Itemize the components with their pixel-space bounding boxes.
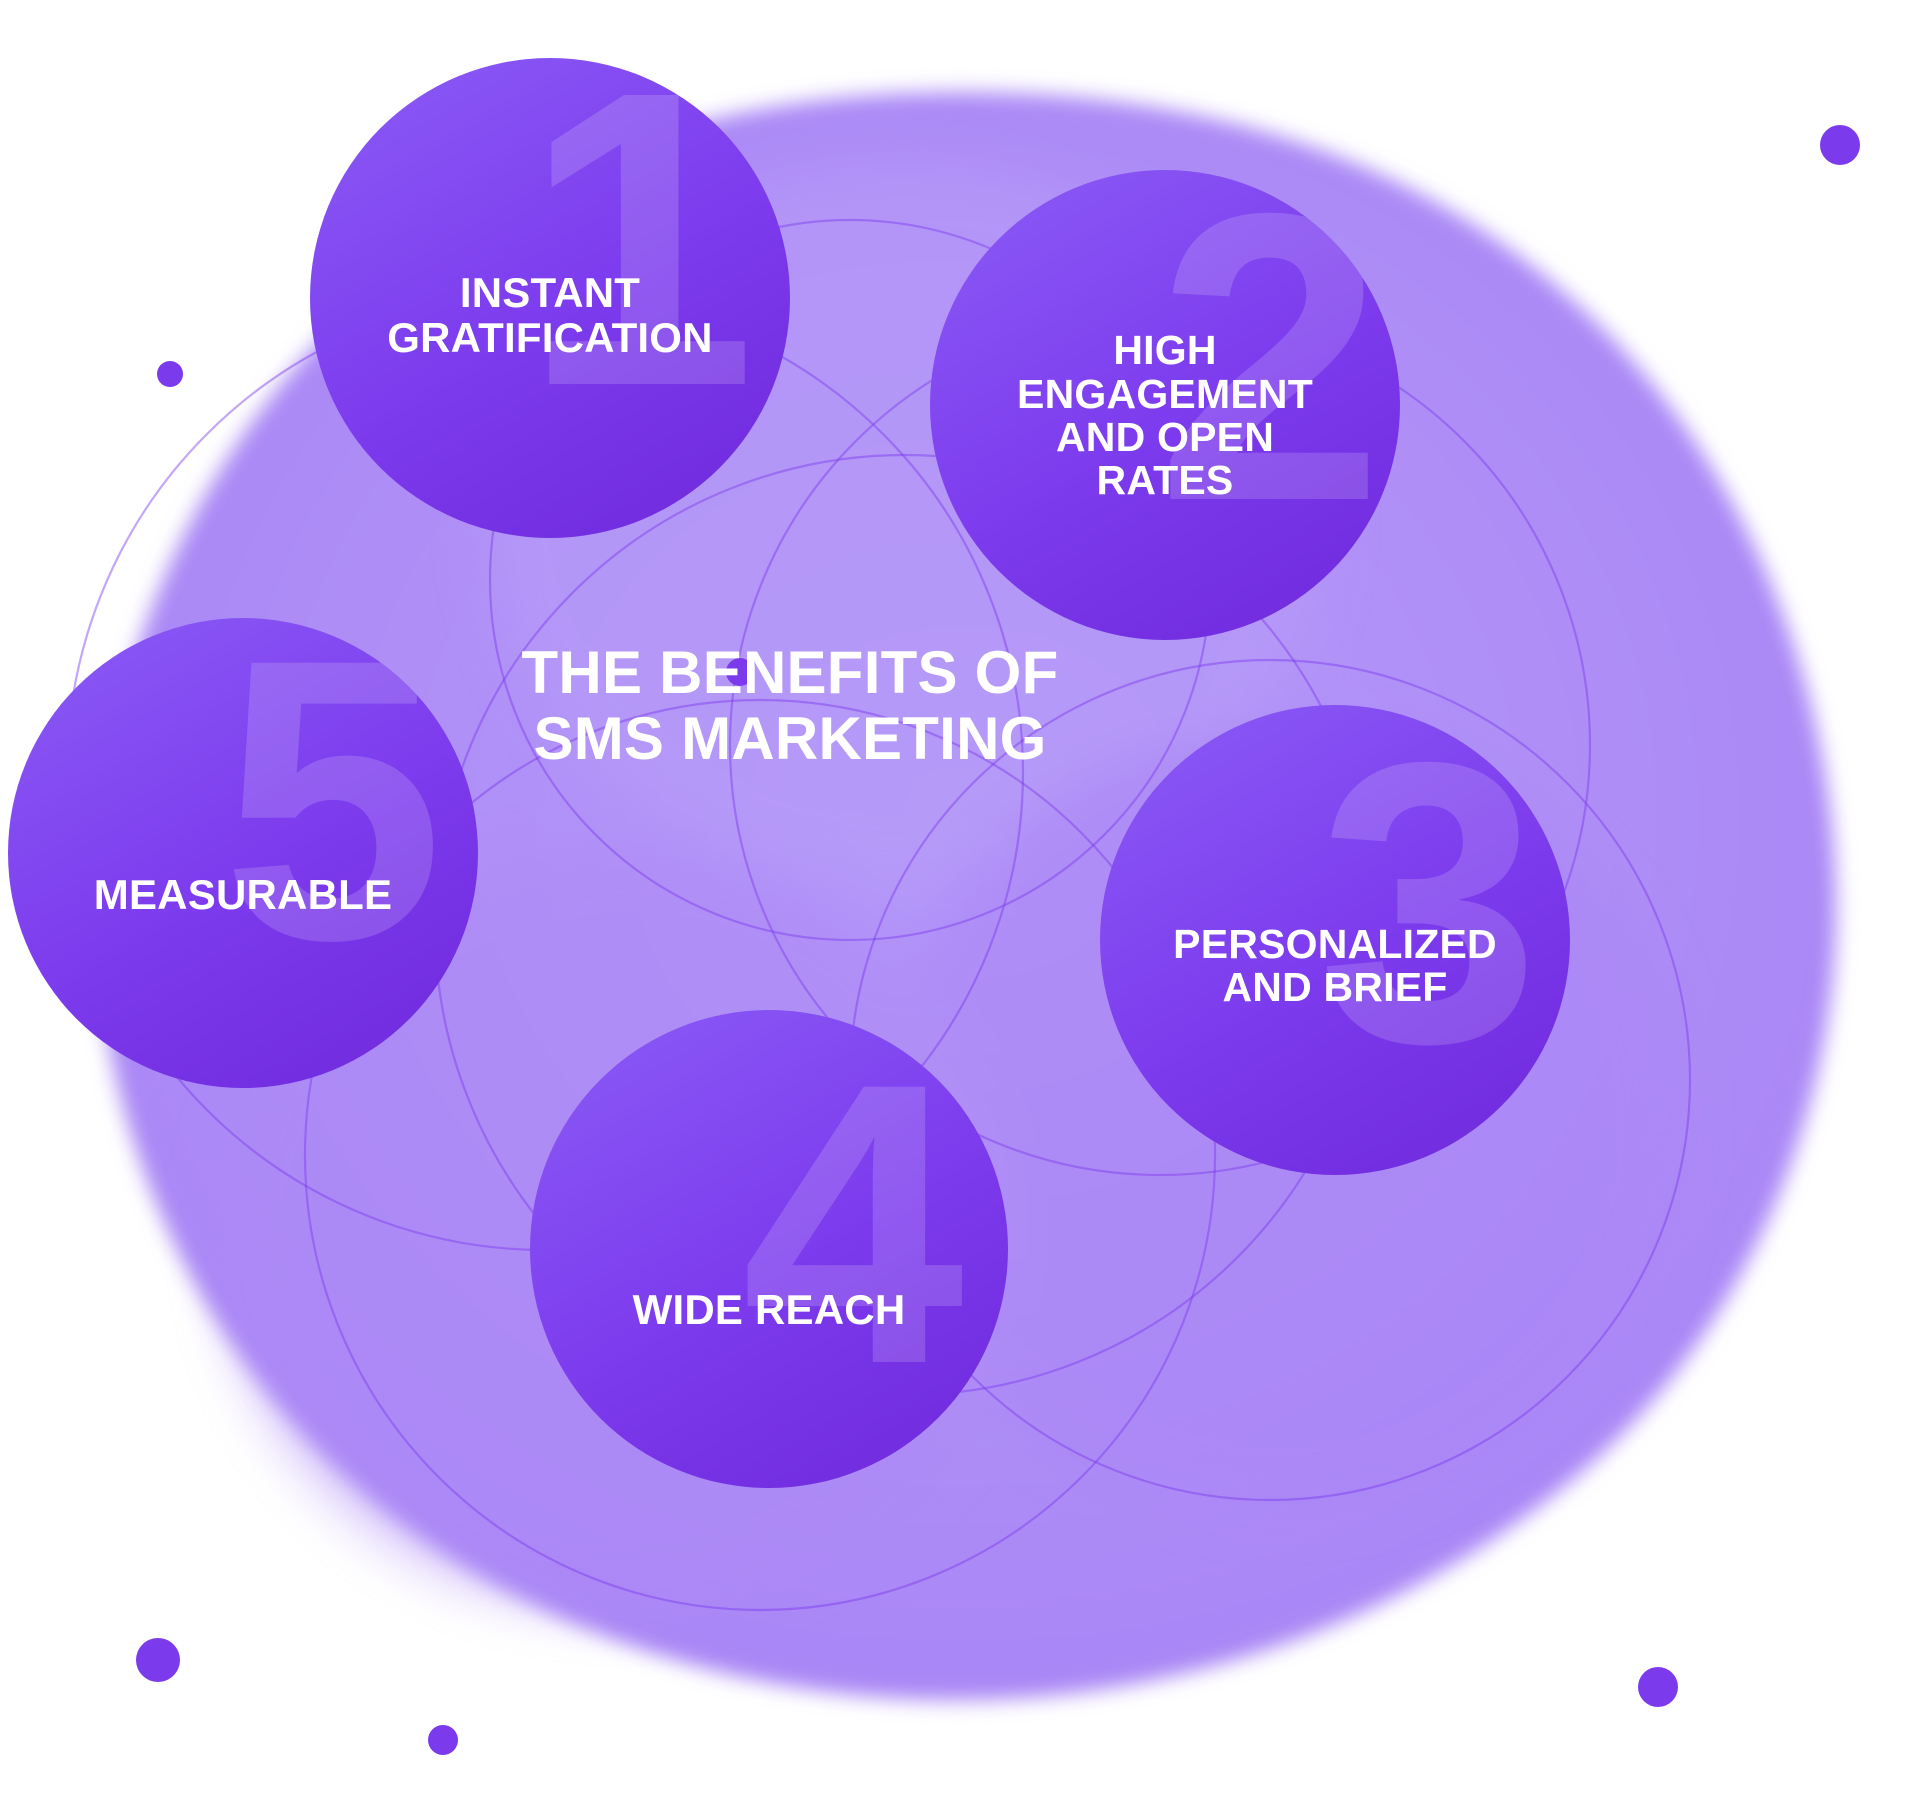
benefit-circle-4[interactable]: 4 WIDE REACH bbox=[530, 1010, 1008, 1488]
benefit-circle-5[interactable]: 5 MEASURABLE bbox=[8, 618, 478, 1088]
decorative-dot bbox=[157, 361, 183, 387]
benefit-label-2: HIGH ENGAGEMENT AND OPEN RATES bbox=[1017, 327, 1313, 504]
decorative-dot bbox=[136, 1638, 180, 1682]
decorative-dot bbox=[1638, 1667, 1678, 1707]
benefit-label-1: INSTANT GRATIFICATION bbox=[387, 269, 713, 361]
benefit-circle-2[interactable]: 2 HIGH ENGAGEMENT AND OPEN RATES bbox=[930, 170, 1400, 640]
benefit-number-4: 4 bbox=[741, 1010, 964, 1447]
benefit-circle-3[interactable]: 3 PERSONALIZED AND BRIEF bbox=[1100, 705, 1570, 1175]
benefit-number-3: 3 bbox=[1317, 705, 1540, 1126]
benefit-circle-1[interactable]: 1 INSTANT GRATIFICATION bbox=[310, 58, 790, 538]
decorative-dot bbox=[1820, 125, 1860, 165]
benefit-label-4: WIDE REACH bbox=[632, 1285, 906, 1333]
decorative-dot bbox=[726, 658, 754, 686]
benefit-label-3: PERSONALIZED AND BRIEF bbox=[1173, 920, 1497, 1010]
decorative-dot bbox=[428, 1725, 458, 1755]
benefit-label-5: MEASURABLE bbox=[93, 870, 393, 918]
